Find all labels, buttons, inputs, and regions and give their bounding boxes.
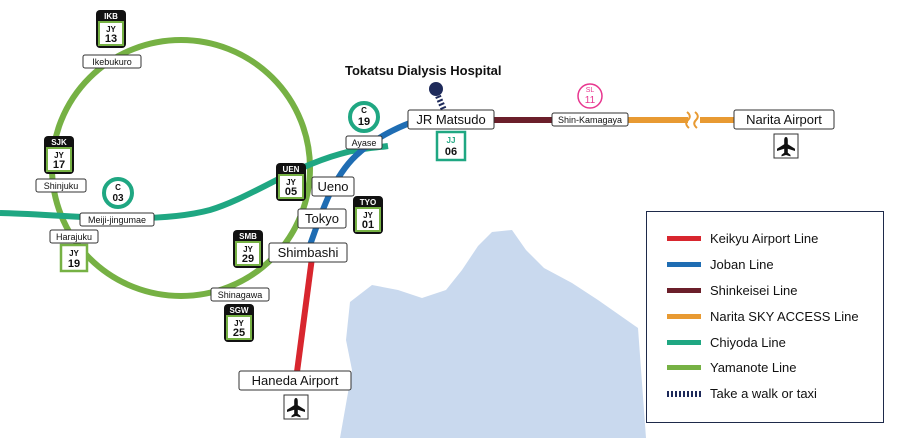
station-badge-tokyo: TYO JY 01 (353, 196, 383, 234)
station-label-haneda-airport[interactable]: Haneda Airport (238, 370, 352, 391)
svg-text:C: C (115, 183, 121, 192)
svg-text:JY: JY (243, 245, 253, 254)
station-badge-jr-matsudo: JJ 06 (435, 130, 467, 162)
svg-text:Ueno: Ueno (317, 179, 348, 194)
svg-text:03: 03 (112, 193, 124, 204)
station-label-shimbashi[interactable]: Shimbashi (268, 242, 348, 263)
svg-text:Narita Airport: Narita Airport (746, 112, 822, 127)
svg-text:19: 19 (68, 258, 80, 270)
station-badge-ueno: UEN JY 05 (276, 163, 306, 201)
svg-text:25: 25 (233, 327, 245, 339)
station-badge-harajuku: JY 19 (59, 243, 89, 273)
legend-item-keikyu: Keikyu Airport Line (667, 226, 883, 252)
legend-label: Joban Line (710, 257, 774, 273)
svg-text:Shimbashi: Shimbashi (278, 245, 339, 260)
svg-text:SL: SL (586, 87, 595, 94)
svg-text:JJ: JJ (447, 136, 456, 145)
station-label-jr-matsudo[interactable]: JR Matsudo (407, 109, 495, 130)
legend-swatch (667, 313, 701, 319)
station-badge-shinjuku: SJK JY 17 (44, 136, 74, 174)
airplane-icon (773, 133, 799, 159)
legend-swatch (667, 365, 701, 371)
svg-text:Shin-Kamagaya: Shin-Kamagaya (558, 115, 622, 125)
svg-text:01: 01 (362, 219, 374, 231)
station-label-harajuku[interactable]: Harajuku (49, 229, 99, 244)
station-label-ueno[interactable]: Ueno (311, 176, 355, 197)
legend-item-yamanote: Yamanote Line (667, 355, 883, 381)
svg-text:Haneda Airport: Haneda Airport (252, 373, 339, 388)
legend-item-joban: Joban Line (667, 252, 883, 278)
legend-swatch (667, 287, 701, 293)
svg-text:JR Matsudo: JR Matsudo (416, 112, 485, 127)
station-label-shinagawa[interactable]: Shinagawa (210, 287, 270, 302)
svg-text:JY: JY (363, 211, 373, 220)
svg-text:29: 29 (242, 253, 254, 265)
station-badge-shimbashi: SMB JY 29 (233, 230, 263, 268)
legend-swatch (667, 390, 701, 397)
legend-item-walk: Take a walk or taxi (667, 381, 883, 407)
station-badge-meiji-jingumae: C 03 (102, 177, 134, 209)
svg-text:JY: JY (106, 25, 116, 34)
legend-swatch (667, 262, 701, 268)
station-label-ayase[interactable]: Ayase (345, 135, 383, 150)
legend-item-chiyoda: Chiyoda Line (667, 329, 883, 355)
airplane-icon (283, 394, 309, 420)
svg-text:05: 05 (285, 186, 297, 198)
keikyu-line (294, 249, 316, 373)
legend-swatch (667, 339, 701, 345)
svg-text:11: 11 (585, 95, 596, 106)
svg-text:JY: JY (286, 178, 296, 187)
svg-text:06: 06 (445, 146, 457, 158)
svg-text:UEN: UEN (283, 165, 300, 174)
line-break-mark (685, 111, 699, 129)
hospital-pin-icon (429, 82, 443, 96)
legend-label: Narita SKY ACCESS Line (710, 308, 859, 324)
station-label-tokyo[interactable]: Tokyo (297, 208, 347, 229)
svg-text:JY: JY (54, 151, 64, 160)
svg-text:TYO: TYO (360, 198, 376, 207)
svg-text:SJK: SJK (51, 138, 67, 147)
svg-text:Meiji-jingumae: Meiji-jingumae (88, 215, 146, 225)
svg-text:SGW: SGW (229, 306, 249, 315)
svg-text:13: 13 (105, 33, 117, 45)
svg-text:SMB: SMB (239, 232, 257, 241)
legend-item-narita-sky-access: Narita SKY ACCESS Line (667, 303, 883, 329)
legend-item-shinkeisei: Shinkeisei Line (667, 278, 883, 304)
station-label-narita-airport[interactable]: Narita Airport (733, 109, 835, 130)
legend: Keikyu Airport Line Joban Line Shinkeise… (646, 211, 884, 423)
station-label-shinjuku[interactable]: Shinjuku (35, 178, 87, 193)
svg-text:Ikebukuro: Ikebukuro (92, 57, 132, 67)
svg-text:17: 17 (53, 159, 65, 171)
legend-swatch (667, 236, 701, 242)
station-badge-shinagawa: SGW JY 25 (224, 304, 254, 342)
svg-text:19: 19 (358, 116, 370, 128)
svg-text:JY: JY (234, 319, 244, 328)
legend-label: Take a walk or taxi (710, 386, 817, 402)
hospital-name: Tokatsu Dialysis Hospital (345, 63, 502, 78)
svg-text:Harajuku: Harajuku (56, 232, 92, 242)
station-label-shin-kamagaya[interactable]: Shin-Kamagaya (551, 112, 629, 127)
svg-text:Tokyo: Tokyo (305, 211, 339, 226)
svg-text:JY: JY (69, 249, 79, 258)
svg-text:Shinagawa: Shinagawa (218, 290, 263, 300)
svg-text:Shinjuku: Shinjuku (44, 181, 79, 191)
bay-water (340, 230, 646, 438)
station-badge-ikebukuro: IKB JY 13 (96, 10, 126, 48)
svg-text:Ayase: Ayase (352, 138, 377, 148)
station-badge-ayase: C 19 (348, 101, 380, 133)
svg-text:IKB: IKB (104, 12, 118, 21)
legend-label: Shinkeisei Line (710, 282, 798, 298)
walk-path (435, 94, 447, 112)
legend-label: Chiyoda Line (710, 334, 786, 350)
station-label-ikebukuro[interactable]: Ikebukuro (82, 54, 142, 69)
station-label-meiji-jingumae[interactable]: Meiji-jingumae (79, 212, 155, 227)
legend-label: Yamanote Line (710, 360, 797, 376)
legend-label: Keikyu Airport Line (710, 231, 819, 247)
svg-text:C: C (361, 106, 367, 115)
station-badge-shin-kamagaya: SL 11 (577, 83, 603, 109)
